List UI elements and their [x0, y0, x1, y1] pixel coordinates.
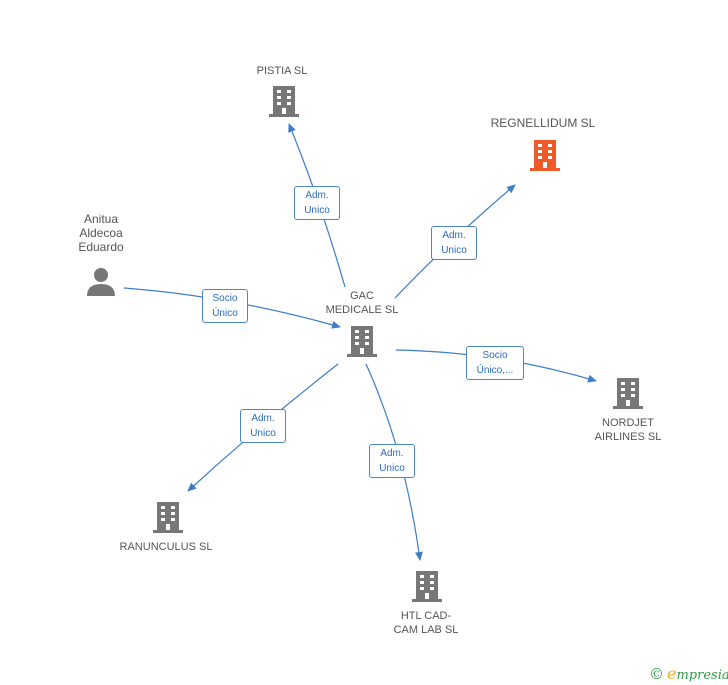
node-label-ranunculus[interactable]: RANUNCULUS SL — [119, 541, 213, 553]
brand-name: mpresia — [676, 668, 728, 683]
edge-label-ranunculus[interactable]: Adm. Unico — [240, 409, 286, 443]
node-label-regnellidum[interactable]: REGNELLIDUM SL — [490, 116, 596, 130]
edge-label-htl[interactable]: Adm. Unico — [369, 444, 415, 478]
building-icon[interactable] — [268, 84, 300, 118]
building-icon[interactable] — [346, 324, 378, 358]
brand-footer[interactable]: ©empresia — [649, 664, 728, 683]
copyright-symbol: © — [649, 665, 664, 683]
person-icon[interactable] — [86, 266, 116, 296]
building-icon[interactable] — [612, 376, 644, 410]
brand-initial: e — [667, 664, 677, 683]
building-icon[interactable] — [411, 569, 443, 603]
building-icon[interactable] — [152, 500, 184, 534]
edge-label-nordjet[interactable]: Socio Único,... — [466, 346, 524, 380]
edge-label-pistia[interactable]: Adm. Unico — [294, 186, 340, 220]
node-label-nordjet[interactable]: NORDJET AIRLINES SL — [594, 417, 662, 443]
node-label-center[interactable]: GAC MEDICALE SL — [325, 290, 399, 316]
node-label-pistia[interactable]: PISTIA SL — [256, 65, 308, 77]
node-label-htl[interactable]: HTL CAD- CAM LAB SL — [393, 610, 459, 636]
building-icon[interactable] — [529, 138, 561, 172]
edge-label-regnellidum[interactable]: Adm. Unico — [431, 226, 477, 260]
node-label-anitua[interactable]: Anitua Aldecoa Eduardo — [78, 212, 124, 254]
edge-label-anitua[interactable]: Socio Único — [202, 289, 248, 323]
